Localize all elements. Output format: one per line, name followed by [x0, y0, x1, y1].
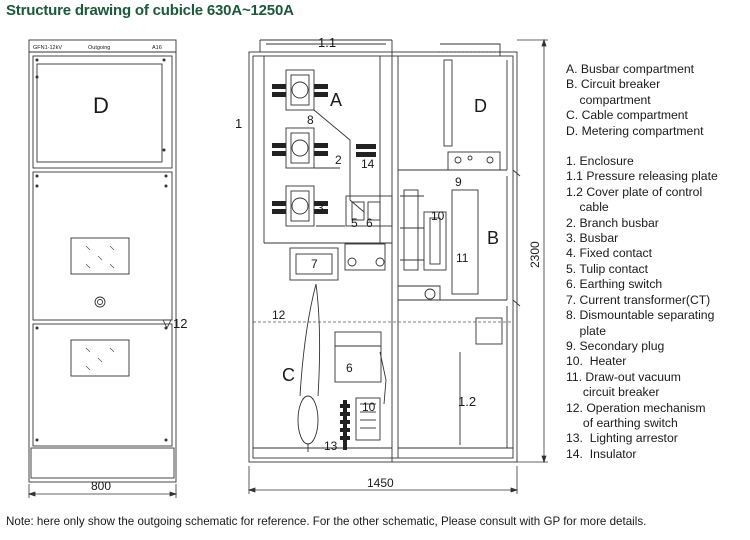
front-window-marks: [85, 245, 115, 371]
side-height-dimension: [517, 38, 548, 464]
legend-item: plate: [566, 323, 606, 338]
legend-item: 1. Enclosure: [566, 154, 634, 169]
label-d-side: D: [474, 96, 487, 116]
legend-gap: [566, 139, 750, 154]
legend-item: D. Metering compartment: [566, 123, 704, 138]
insulators-14: [272, 84, 376, 214]
front-width-dimension: [27, 484, 178, 498]
label-1-1: 1.1: [318, 35, 336, 50]
legend-item: 11. Draw-out vacuum: [566, 369, 681, 384]
side-view-enclosure: [248, 39, 521, 463]
legend-item: 4. Fixed contact: [566, 246, 653, 261]
front-header-right: A16: [152, 45, 162, 51]
legend-item: A. Busbar compartment: [566, 62, 695, 76]
legend-item: 9. Secondary plug: [566, 338, 665, 353]
footnote: Note: here only show the outgoing schema…: [6, 515, 647, 528]
metering-compartment: [438, 43, 501, 171]
legend-item: 3. Busbar: [566, 231, 619, 246]
legend-item: compartment: [566, 92, 651, 107]
lightning-arrestor: [340, 400, 350, 450]
legend: A. Busbar compartment B. Circuit breaker…: [566, 62, 750, 462]
legend-item: 8. Dismountable separating: [566, 308, 715, 323]
side-height-label: 2300: [528, 241, 542, 268]
label-3: 3: [317, 201, 324, 215]
legend-item: B. Circuit breaker: [566, 77, 661, 92]
label-10-top: 10: [431, 209, 445, 223]
label-13: 13: [324, 439, 338, 453]
legend-item: circuit breaker: [566, 385, 660, 400]
label-6-top: 6: [366, 216, 373, 230]
legend-item: 1.1 Pressure releasing plate: [566, 169, 718, 184]
front-mechanism-marker: [162, 319, 172, 329]
label-5: 5: [351, 216, 358, 230]
front-width-label: 800: [91, 479, 111, 493]
legend-item: 1.2 Cover plate of control: [566, 184, 703, 199]
legend-item: 6. Earthing switch: [566, 277, 663, 292]
front-header-center: Outgoing: [88, 45, 110, 51]
label-1: 1: [235, 116, 242, 131]
label-c: C: [282, 365, 295, 385]
label-b: B: [487, 228, 499, 248]
legend-item: 5. Tulip contact: [566, 261, 648, 276]
page-title: Structure drawing of cubicle 630A~1250A: [6, 2, 294, 19]
label-9: 9: [455, 175, 462, 189]
label-6-bottom: 6: [346, 361, 353, 375]
side-width-dimension: [247, 466, 519, 494]
legend-item: 2. Branch busbar: [566, 215, 659, 230]
label-1-2: 1.2: [458, 394, 476, 409]
contacts-and-ct: [289, 195, 393, 281]
label-8: 8: [307, 113, 314, 127]
side-width-label: 1450: [367, 476, 394, 490]
label-11: 11: [456, 251, 469, 265]
label-12-side: 12: [272, 308, 286, 322]
label-7: 7: [311, 257, 318, 271]
front-header-left: GFN1-12kV: [33, 45, 62, 51]
label-10-bottom: 10: [362, 400, 376, 414]
legend-item: cable: [566, 200, 609, 215]
legend-item: 14. Insulator: [566, 446, 637, 461]
legend-item: 12. Operation mechanism: [566, 400, 706, 415]
legend-item: 13. Lighting arrestor: [566, 431, 678, 446]
legend-item: 7. Current transformer(CT): [566, 292, 711, 307]
front-view: [28, 39, 177, 483]
label-2: 2: [335, 153, 342, 167]
label-a: A: [330, 90, 342, 110]
cable-compartment: [297, 283, 387, 452]
label-14: 14: [361, 157, 375, 171]
legend-item: of earthing switch: [566, 415, 678, 430]
legend-item: C. Cable compartment: [566, 108, 688, 123]
front-label-d: D: [93, 93, 109, 118]
legend-item: 10. Heater: [566, 354, 627, 369]
breaker-compartment: [398, 189, 503, 445]
front-view-details: [35, 58, 168, 442]
front-label-12: 12: [173, 316, 187, 331]
